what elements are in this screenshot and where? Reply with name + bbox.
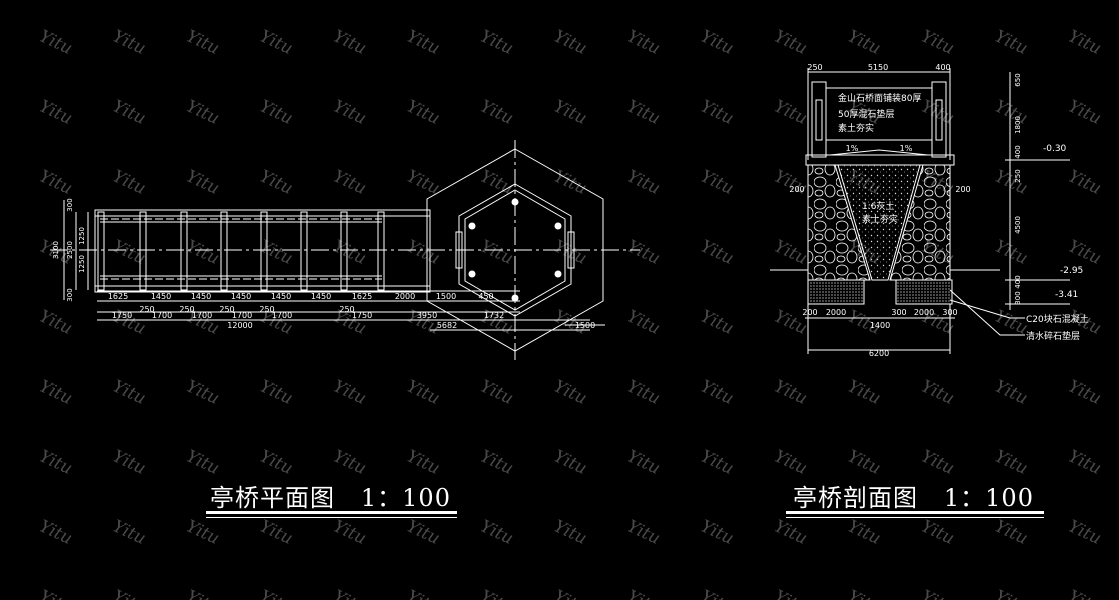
pavilion-column [468,222,476,230]
dim-label: 1800 [1014,116,1022,134]
dim-label: 250 [339,305,354,314]
note-deck-paving: 金山石桥面铺装80厚 [838,92,921,104]
dim-label: 2000 [914,308,934,317]
dim-label: 3100 [52,241,60,259]
pavilion-column [511,198,519,206]
dim-label: 1450 [231,292,251,301]
left-abutment [807,164,871,281]
dim-label: 400 [935,63,950,72]
note-gravel-cushion: 50厚混石垫层 [838,108,894,120]
dim-label: 1500 [575,321,595,330]
dim-label: 6200 [869,349,889,358]
dim-label: 300 [1014,291,1022,304]
dim-label: 300 [942,308,957,317]
note-compacted-soil: 素土夯实 [838,122,874,134]
section-title-underline [786,511,1044,514]
section-title-underline-thin [786,517,1044,518]
dim-label: 1750 [112,311,132,320]
dim-label: 2000 [826,308,846,317]
dim-label: 5150 [868,63,888,72]
dim-label: 200 [802,308,817,317]
pavilion-column [554,270,562,278]
dim-label: 1732 [484,311,504,320]
dim-label: 250 [219,305,234,314]
dim-label: 2500 [66,241,74,259]
dim-label: 1700 [192,311,212,320]
bridge-deck-outline [94,209,431,293]
pavilion-column [468,270,476,278]
plan-title: 亭桥平面图 1：100 [210,484,451,512]
dim-label: 1250 [78,227,86,245]
note-gravel-bed: 清水碎石垫层 [1026,330,1080,342]
dim-label: 1450 [151,292,171,301]
elevation-label: -2.95 [1060,266,1083,276]
plan-title-underline [206,511,457,514]
slope-label: 1% [900,144,913,153]
dim-label: 4500 [1014,216,1022,234]
dim-label: 250 [1014,169,1022,182]
section-title: 亭桥剖面图 1：100 [793,484,1034,512]
lime-soil-fill [837,164,921,281]
dim-label: 200 [789,185,804,194]
dim-label: 250 [807,63,822,72]
dim-label: 1450 [311,292,331,301]
dim-label: 250 [259,305,274,314]
dim-label: 1700 [272,311,292,320]
dim-label: 1450 [271,292,291,301]
fill-label: 素土夯实 [862,213,898,225]
pavilion-column [511,294,519,302]
dim-label: 400 [1014,145,1022,158]
bridge-piers [97,211,385,291]
dim-label: 12000 [227,321,252,330]
note-c20-concrete: C20块石混凝土 [1026,313,1089,325]
dim-label: 200 [955,185,970,194]
dim-label: 1750 [352,311,372,320]
dim-label: 2000 [395,292,415,301]
right-foundation [895,279,953,305]
plan-title-underline-thin [206,517,457,518]
right-railing-post [931,81,947,158]
elevation-label: -3.41 [1055,290,1078,300]
dim-label: 450 [478,292,493,301]
dim-label: 1625 [352,292,372,301]
dim-label: 1400 [870,321,890,330]
dim-label: 300 [66,198,74,211]
dim-label: 1250 [78,255,86,273]
dim-label: 300 [66,288,74,301]
dim-label: 5682 [437,321,457,330]
left-railing-post [811,81,827,158]
dim-label: 650 [1014,73,1022,86]
dim-label: 3950 [417,311,437,320]
dim-label: 1450 [191,292,211,301]
dim-label: 250 [139,305,154,314]
slope-label: 1% [846,144,859,153]
left-foundation [807,279,865,305]
dim-label: 300 [891,308,906,317]
dim-label: 1500 [436,292,456,301]
fill-label: 1:6灰土 [862,200,895,212]
dim-label: 1700 [152,311,172,320]
dim-label: 250 [179,305,194,314]
dim-label: 1625 [108,292,128,301]
elevation-label: -0.30 [1043,144,1067,154]
dim-label: 400 [1014,275,1022,288]
pavilion-column [554,222,562,230]
dim-label: 1700 [232,311,252,320]
